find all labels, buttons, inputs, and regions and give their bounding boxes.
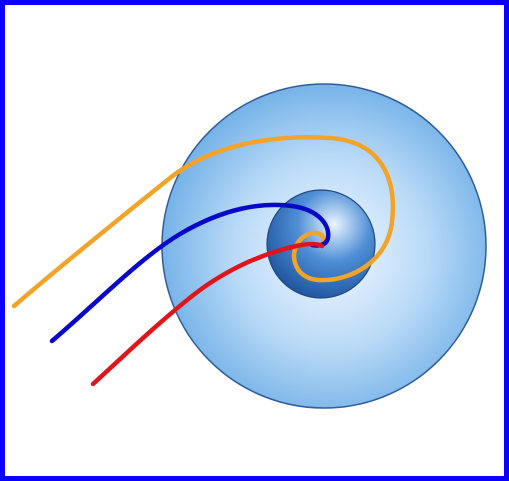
diagram-canvas (0, 0, 509, 481)
diagram-svg (0, 0, 509, 481)
